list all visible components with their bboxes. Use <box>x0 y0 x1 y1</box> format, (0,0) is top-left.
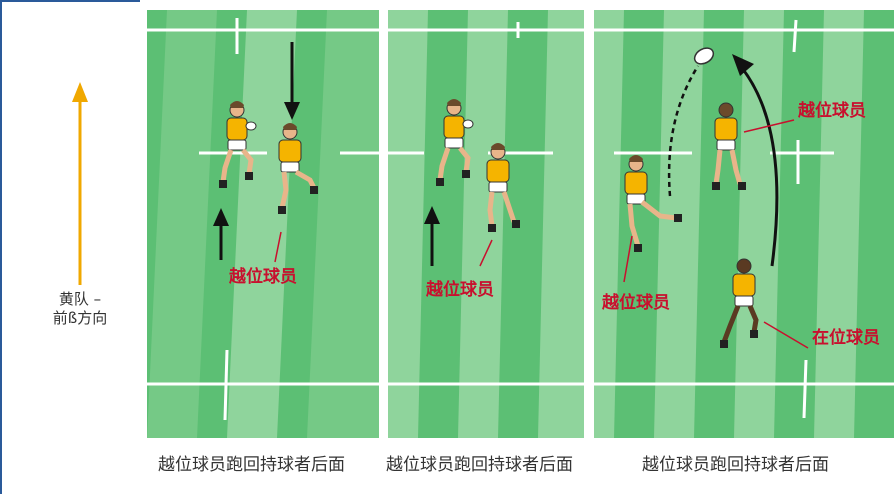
label-pointer <box>479 239 493 267</box>
offside-player-label: 越位球员 <box>798 101 866 121</box>
offside-player-label: 越位球员 <box>426 280 494 300</box>
direction-label: 黄队 – 前ß方向 <box>40 290 120 328</box>
kicker-player <box>624 155 682 252</box>
label-pointer <box>623 235 633 283</box>
label-pointer <box>743 119 795 133</box>
pitch-3 <box>594 10 894 438</box>
label-pointer <box>763 321 809 349</box>
panel-3-caption: 越位球员跑回持球者后面 <box>642 455 829 475</box>
run-back-arrow <box>284 42 300 120</box>
pitch-panel-1: 越位球员 <box>147 10 379 438</box>
onside-run-arrow <box>732 54 779 267</box>
onside-player-label: 在位球员 <box>812 328 880 348</box>
direction-arrow <box>72 82 88 285</box>
kick-trajectory <box>667 65 700 197</box>
label-pointer <box>274 231 282 263</box>
advance-arrow <box>424 206 440 266</box>
panel-1-caption: 越位球员跑回持球者后面 <box>158 455 345 475</box>
rugby-ball <box>693 47 715 65</box>
offside-player <box>486 143 520 232</box>
offside-player-label: 越位球员 <box>229 267 297 287</box>
panel-2-caption: 越位球员跑回持球者后面 <box>386 455 573 475</box>
pitch-panel-2: 越位球员 <box>388 10 584 438</box>
offside-kicker-label: 越位球员 <box>602 293 670 313</box>
pitch-1 <box>147 10 379 438</box>
offside-player <box>278 123 318 214</box>
offside-player <box>712 102 746 190</box>
direction-label-line1: 黄队 – <box>58 290 102 308</box>
direction-label-line2: 前ß方向 <box>52 309 108 327</box>
ball-carrier-player <box>219 101 257 188</box>
ball-carrier-player <box>436 99 474 186</box>
frame-gap <box>140 0 894 10</box>
advance-arrow <box>213 208 229 260</box>
pitch-2 <box>388 10 584 438</box>
onside-player <box>720 258 759 348</box>
pitch-panel-3: 越位球员 越位球员 在位球员 <box>594 10 894 438</box>
